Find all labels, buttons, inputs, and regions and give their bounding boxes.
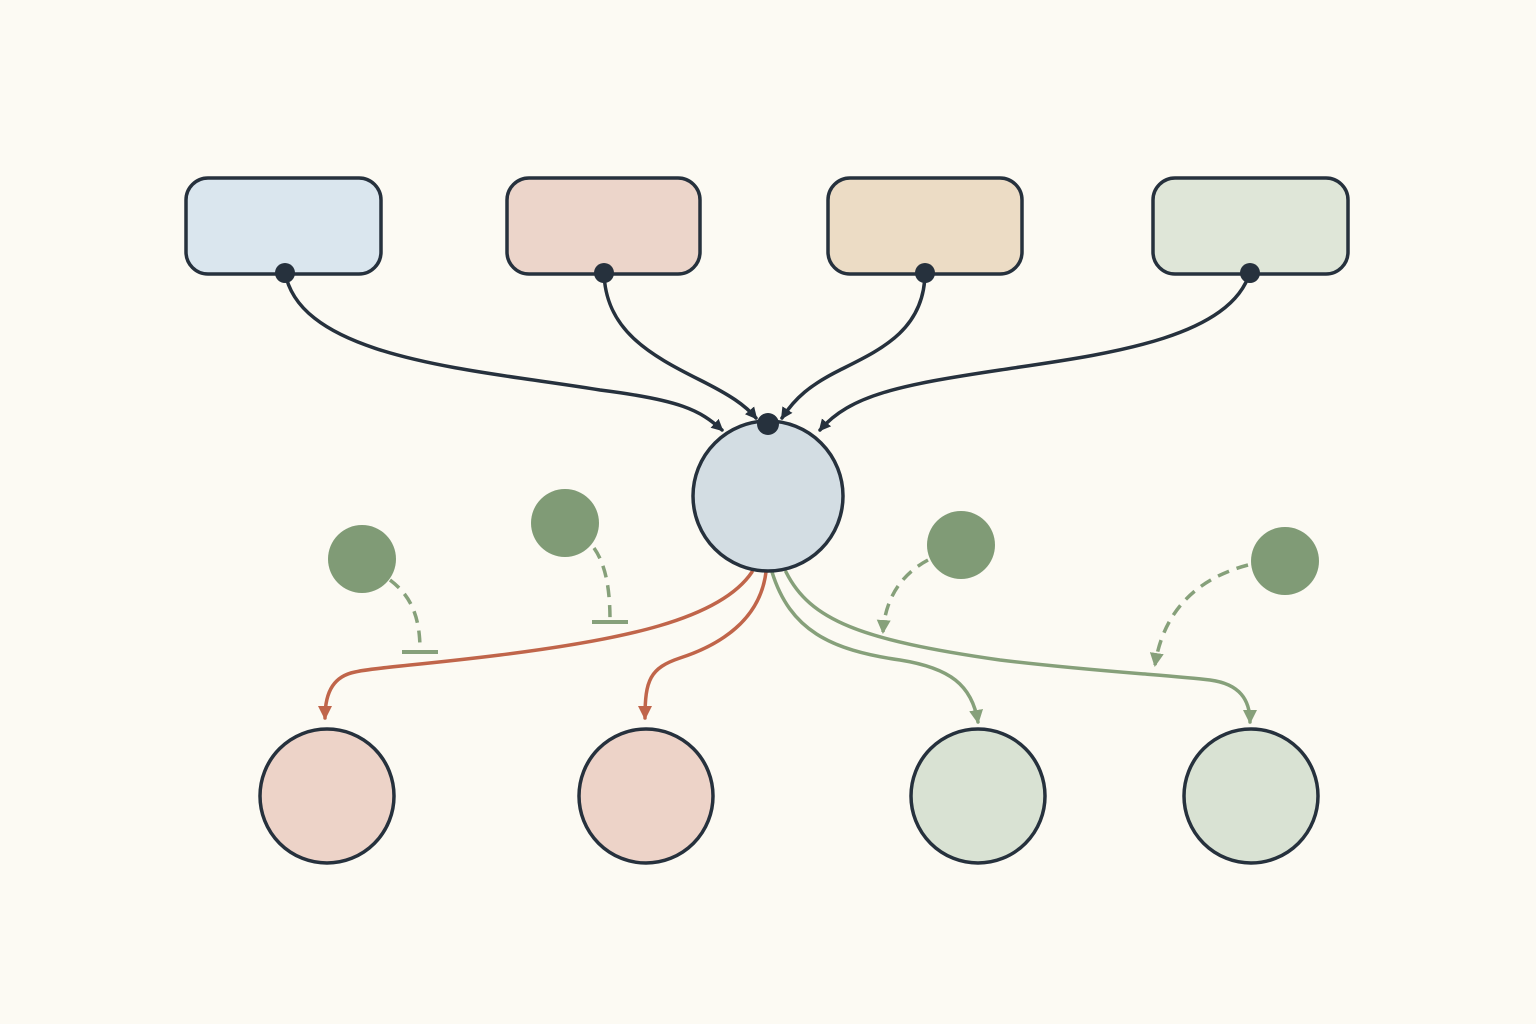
hub-port [757,413,779,435]
output-node-1[interactable] [258,727,396,865]
output-node-3[interactable] [909,727,1047,865]
edge-modulator-4-activate [1149,563,1249,667]
input-port-4 [1240,263,1260,283]
modulator-node-2[interactable] [531,489,599,557]
modulator-node-3[interactable] [927,511,995,579]
edge-hub-to-output-3 [770,570,983,724]
input-port-2 [594,263,614,283]
hub-node-group [691,413,845,573]
input-node-3[interactable] [826,176,1024,276]
modulator-node-1[interactable] [328,525,396,593]
inhibition-bars [402,620,628,654]
edge-input-4-to-hub [818,270,1252,432]
input-node-1[interactable] [184,176,383,276]
edge-modulator-2-inhibit [592,546,612,621]
edge-input-2-to-hub [602,270,758,420]
modulator-edges [388,546,1249,667]
output-node-2[interactable] [577,727,715,865]
hub-node[interactable] [691,419,845,573]
modulator-nodes [328,489,1319,595]
input-node-2[interactable] [505,176,702,276]
input-port-3 [915,263,935,283]
edge-input-1-to-hub [283,270,724,432]
edge-hub-to-output-1 [318,570,754,720]
edge-modulator-1-inhibit [388,578,422,651]
output-nodes [258,727,1320,865]
edge-input-3-to-hub [780,270,927,420]
output-node-4[interactable] [1182,727,1320,865]
output-edges [318,570,1257,724]
edge-hub-to-output-4 [784,570,1257,724]
input-node-4[interactable] [1151,176,1350,276]
modulator-node-4[interactable] [1251,527,1319,595]
input-port-1 [275,263,295,283]
edge-modulator-3-activate [876,558,929,634]
input-edges [283,270,1252,432]
edge-hub-to-output-2 [638,570,768,720]
input-nodes [184,176,1350,283]
